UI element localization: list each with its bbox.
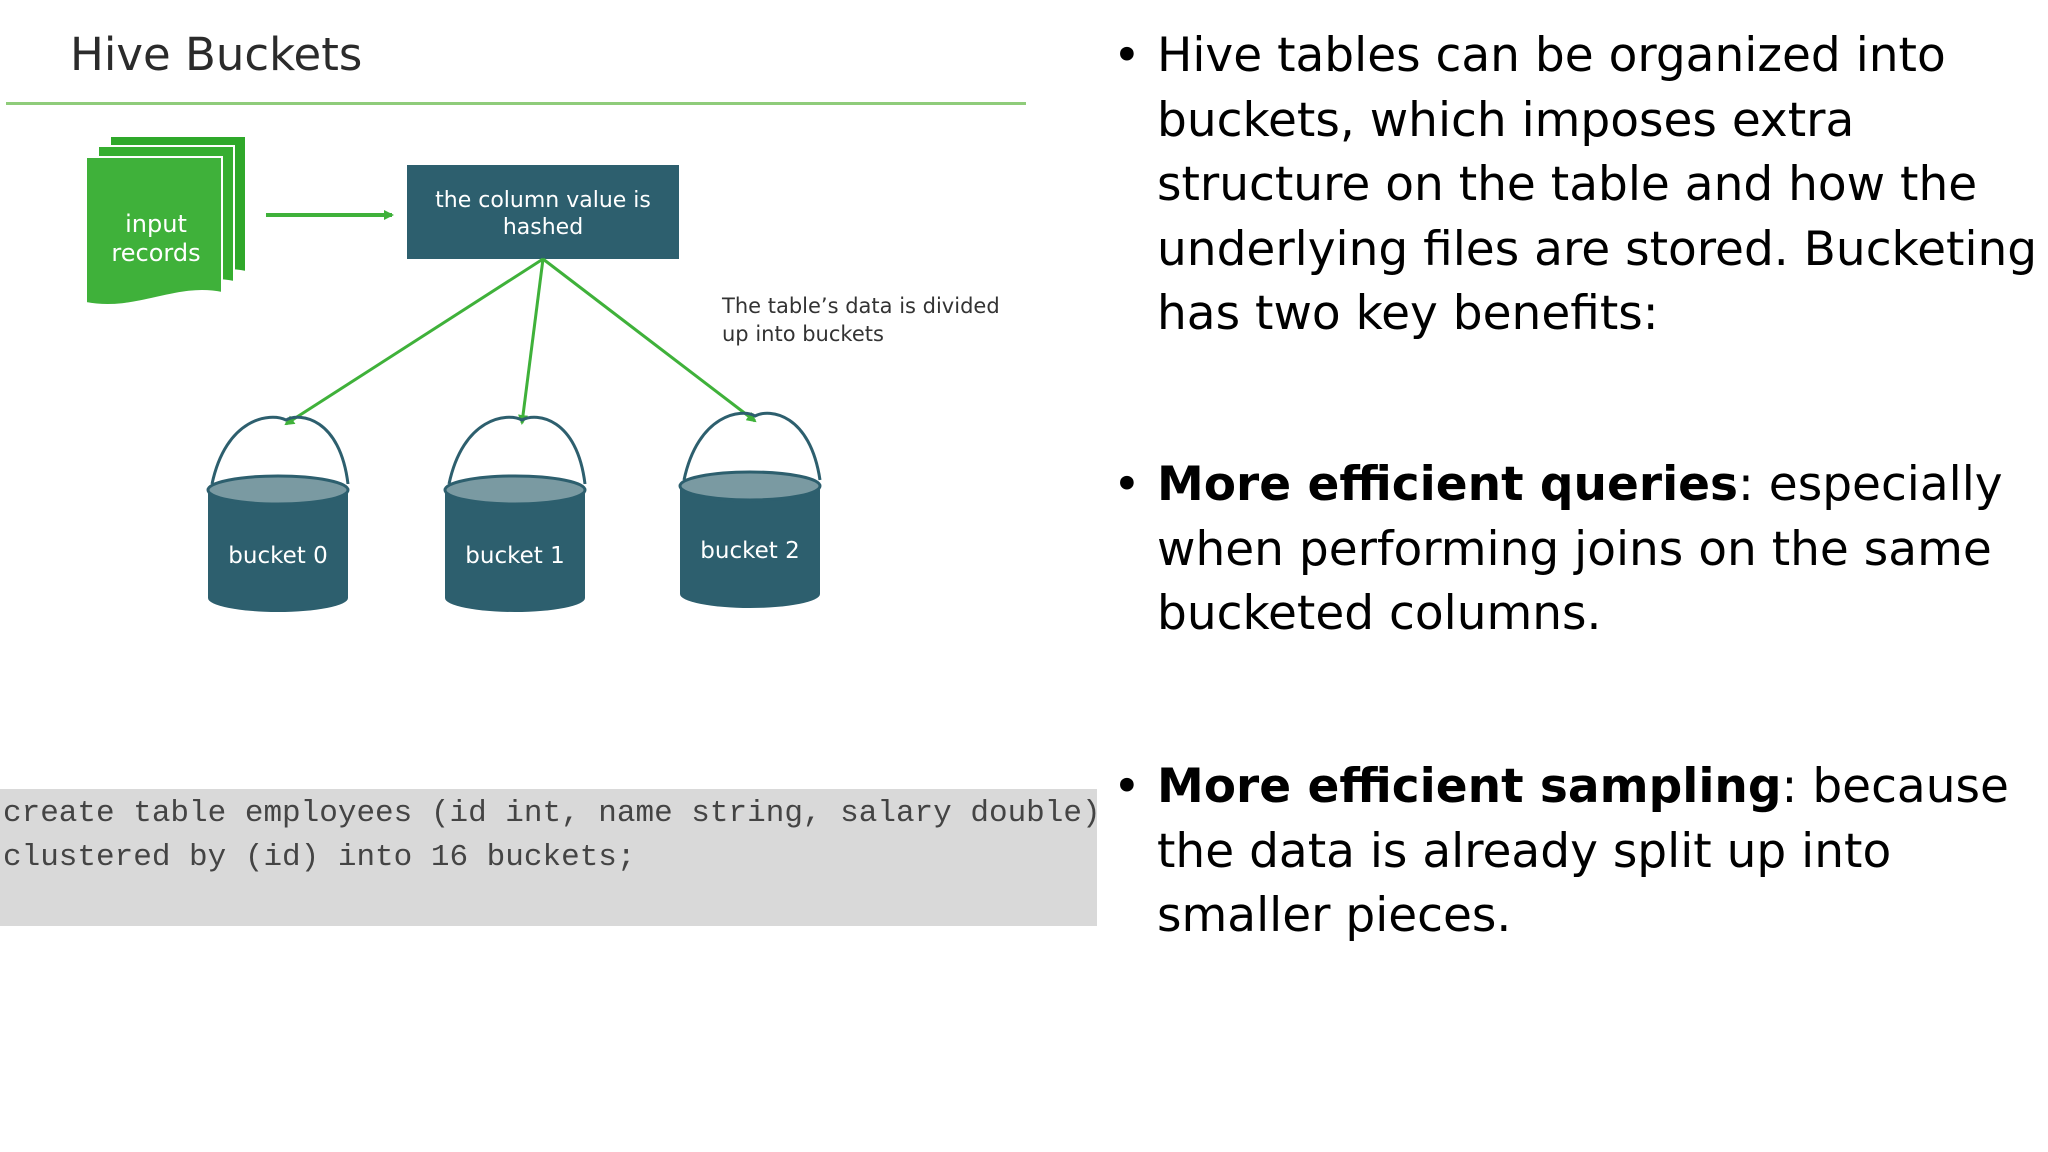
bucket-2-label: bucket 2 [700,538,799,564]
bucketing-diagram: input records the column value is hashed… [85,135,1000,612]
arrow-to-bucket-1 [518,258,545,425]
bullet-text: Hive tables can be organized into bucket… [1157,24,2043,347]
bullet-item: • More efficient queries: especially whe… [1113,453,2043,647]
bullet-marker: • [1113,28,1141,83]
bucket-note-line2: up into buckets [722,322,884,346]
title-divider [6,102,1026,105]
bullet-marker: • [1113,759,1141,814]
code-block: create table employees (id int, name str… [0,789,1101,926]
bucket-1-label: bucket 1 [465,543,564,569]
bullet-item: • More efficient sampling: because the d… [1113,755,2043,949]
bullet-body: : because the data is already split up i… [1157,759,2009,943]
bullet-item: • Hive tables can be organized into buck… [1113,24,2043,347]
bullet-body: : especially when performing joins on th… [1157,457,2003,641]
bucket-1: bucket 1 [443,415,587,612]
bucket-note-line1: The table’s data is divided [721,294,1000,318]
figure-title: Hive Buckets [70,28,363,81]
code-line: create table employees (id int, name str… [3,796,1101,831]
bullet-text: More efficient sampling: because the dat… [1157,755,2043,949]
bucket-2: bucket 2 [678,411,822,608]
input-records-label-line2: records [111,239,200,267]
bucket-0: bucket 0 [206,415,350,612]
hash-box-label-line2: hashed [503,215,583,240]
input-records-label-line1: input [125,210,187,238]
code-line: clustered by (id) into 16 buckets; [3,840,636,875]
bucket-0-label: bucket 0 [228,543,327,569]
arrow-to-bucket-0 [284,257,544,426]
bullet-bold: More efficient sampling [1157,759,1782,814]
hash-box-label-line1: the column value is [435,188,651,213]
hash-box: the column value is hashed [407,165,679,259]
arrow-to-bucket-2 [542,257,757,423]
input-records-icon: input records [85,135,247,307]
bullet-body: Hive tables can be organized into bucket… [1157,28,2038,341]
bullet-text: More efficient queries: especially when … [1157,453,2043,647]
bullet-bold: More efficient queries [1157,457,1739,512]
bullet-marker: • [1113,457,1141,512]
